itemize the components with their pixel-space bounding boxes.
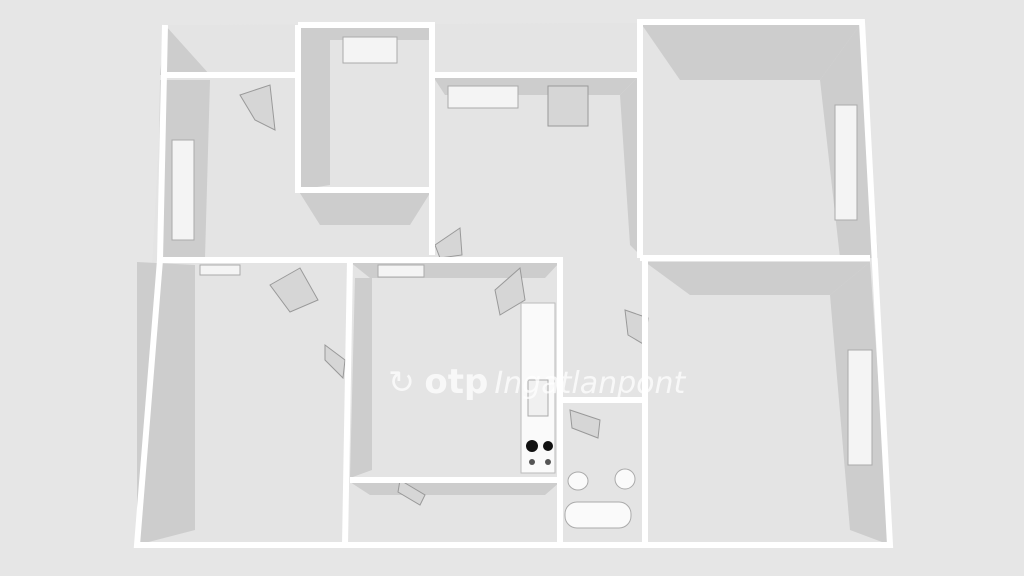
- window: [447, 85, 519, 109]
- door: [397, 479, 426, 506]
- windows: [171, 36, 873, 466]
- door: [547, 85, 589, 127]
- door: [569, 409, 601, 439]
- toilet: [567, 471, 589, 491]
- bathroom-fixtures: [564, 468, 636, 529]
- window: [847, 349, 873, 466]
- stove-burner: [543, 441, 553, 451]
- watermark-brand: otp: [424, 362, 489, 402]
- door: [239, 84, 276, 131]
- door: [494, 267, 526, 316]
- stove-burner: [529, 459, 535, 465]
- washbasin: [614, 468, 636, 490]
- kitchen-counter: [520, 302, 556, 474]
- door: [324, 344, 346, 380]
- walls: [133, 19, 894, 548]
- stove-burner: [545, 459, 551, 465]
- window: [199, 264, 241, 276]
- doors: [239, 84, 649, 506]
- window: [171, 139, 195, 241]
- sink: [527, 379, 549, 417]
- window: [342, 36, 398, 64]
- door: [434, 227, 463, 259]
- window: [377, 264, 425, 278]
- stove-burner: [526, 440, 538, 452]
- window: [834, 104, 858, 221]
- bathtub: [564, 501, 632, 529]
- watermark-suffix: Ingatlanpont: [494, 366, 686, 401]
- otp-swirl-icon: ↻: [388, 363, 415, 401]
- door: [269, 267, 319, 313]
